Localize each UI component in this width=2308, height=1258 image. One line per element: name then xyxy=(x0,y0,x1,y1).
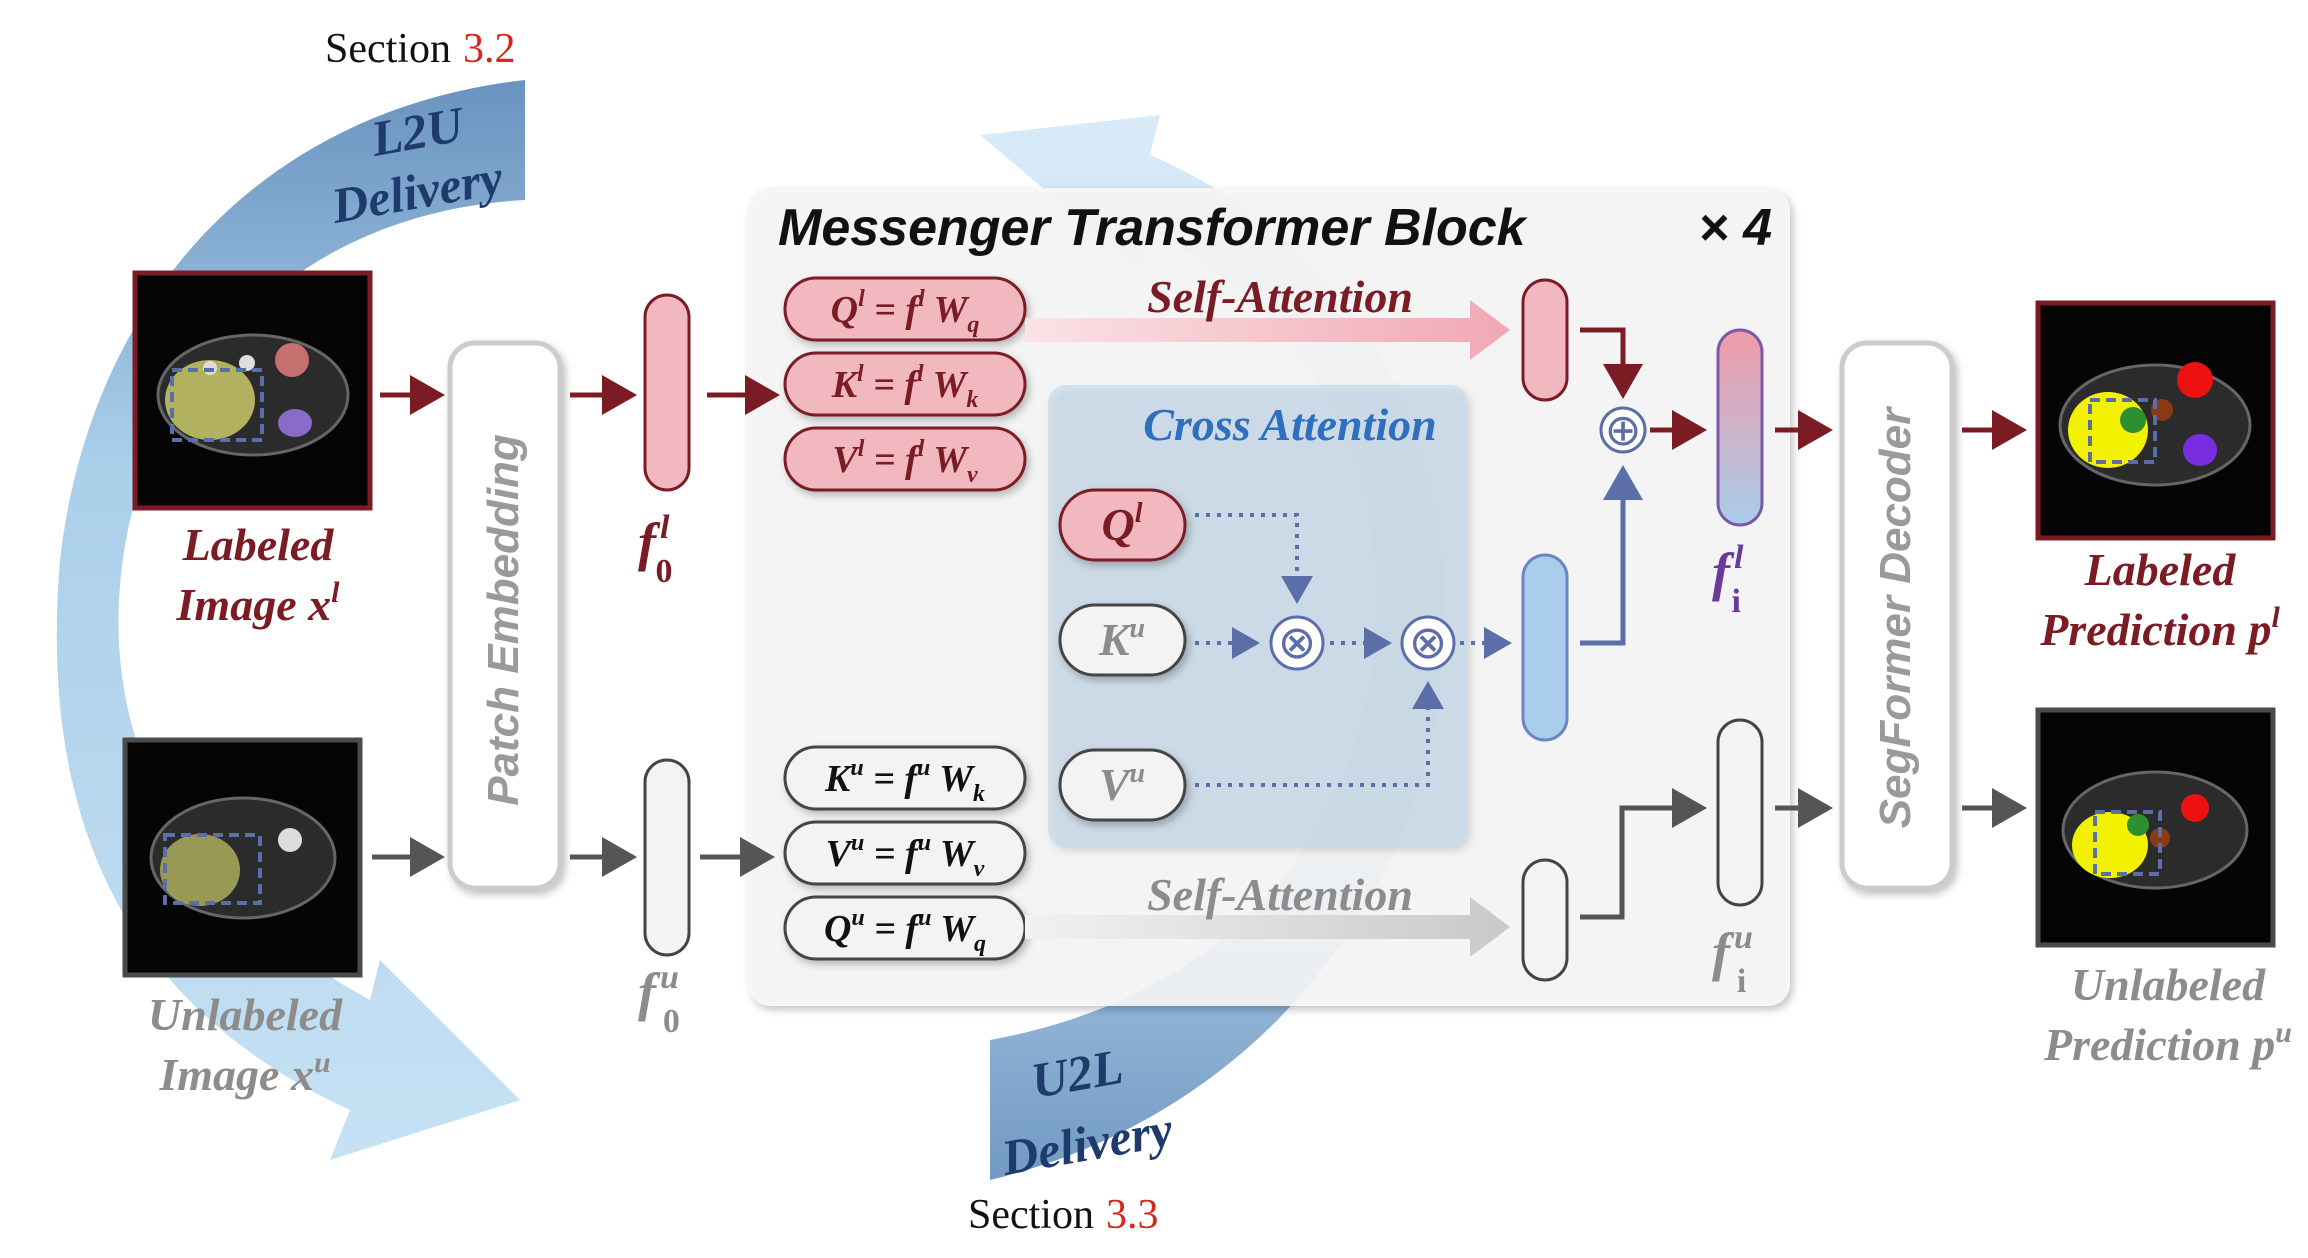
fi-labeled-feature xyxy=(1716,328,1764,527)
labeled-prediction-image xyxy=(2035,300,2276,541)
unlabeled-prediction-image xyxy=(2035,707,2276,948)
block-repeat: × 4 xyxy=(1698,199,1772,257)
cross-q-node xyxy=(1058,488,1187,562)
unlabeled-equation-1: Vu = fu Wv xyxy=(826,830,985,882)
unlabeled-equation-2: Qu = fu Wq xyxy=(824,905,986,957)
connector-arrows xyxy=(372,327,2027,920)
labeled-pill-1 xyxy=(783,351,1027,417)
segformer-decoder-label: SegFormer Decoder xyxy=(1871,405,1920,828)
self-attention-arrow-labeled xyxy=(1025,300,1510,360)
f0-unlabeled-feature xyxy=(643,758,691,957)
self-attention-arrow-unlabeled xyxy=(1025,897,1510,957)
sum-operator xyxy=(1599,406,1647,454)
mul-operator-2-symbol: ⊗ xyxy=(1409,616,1448,668)
unlabeled-image-caption-1: Unlabeled xyxy=(148,989,343,1040)
cross-attention-output xyxy=(1521,553,1569,742)
labeled-prediction-caption-1: Labeled xyxy=(2084,544,2237,595)
self-attention-output-labeled xyxy=(1521,278,1569,402)
labeled-pill-2 xyxy=(783,426,1027,492)
unlabeled-prediction-caption-1: Unlabeled xyxy=(2071,959,2266,1010)
self-attention-output-unlabeled xyxy=(1521,858,1569,982)
sum-operator-symbol: ⊕ xyxy=(1605,406,1642,455)
unlabeled-pill-1 xyxy=(783,820,1027,886)
labeled-pill-0 xyxy=(783,276,1027,342)
mul-operator-1-symbol: ⊗ xyxy=(1278,616,1317,668)
self-attention-label-labeled: Self-Attention xyxy=(1147,271,1413,322)
cross-q-label: Ql xyxy=(1101,498,1142,550)
self-attention-label-unlabeled: Self-Attention xyxy=(1147,869,1413,920)
fi-unlabeled-feature xyxy=(1716,718,1764,907)
unlabeled-prediction-caption-2: Prediction pu xyxy=(2043,1016,2292,1070)
f0-labeled-feature xyxy=(643,293,691,492)
mul-operator-1 xyxy=(1269,615,1325,671)
cross-v-label: Vu xyxy=(1099,758,1145,810)
unlabeled-equation-0: Ku = fu Wk xyxy=(824,755,985,807)
cross-k-node xyxy=(1058,603,1187,677)
labeled-prediction-caption-2: Prediction pl xyxy=(2039,601,2280,655)
unlabeled-equations: Ku = fu Wk Vu = fu Wv Qu = fu Wq xyxy=(783,745,1027,961)
unlabeled-image-caption-2: Image xu xyxy=(158,1046,330,1100)
labeled-equation-2: Vl = fl Wv xyxy=(832,436,978,488)
labeled-image-caption-2: Image xl xyxy=(176,576,341,630)
cross-attention-dotted-arrows xyxy=(1195,513,1512,787)
unlabeled-image xyxy=(122,737,363,978)
cross-attention-title: Cross Attention xyxy=(1143,399,1437,450)
mul-operator-2 xyxy=(1400,615,1456,671)
labeled-image-caption-1: Labeled xyxy=(182,519,335,570)
patch-embedding-box xyxy=(447,340,563,891)
labeled-equation-1: Kl = fl Wk xyxy=(831,361,979,413)
cross-v-node xyxy=(1058,748,1187,822)
segformer-decoder-box xyxy=(1839,340,1955,891)
labeled-image xyxy=(132,270,373,511)
patch-embedding-label: Patch Embedding xyxy=(479,434,528,806)
labeled-equation-0: Ql = fl Wq xyxy=(831,286,980,338)
cross-k-label: Ku xyxy=(1098,613,1145,665)
labeled-equations: Ql = fl Wq Kl = fl Wk Vl = fl Wv xyxy=(783,276,1027,492)
block-title: Messenger Transformer Block xyxy=(778,199,1529,257)
unlabeled-pill-0 xyxy=(783,745,1027,811)
